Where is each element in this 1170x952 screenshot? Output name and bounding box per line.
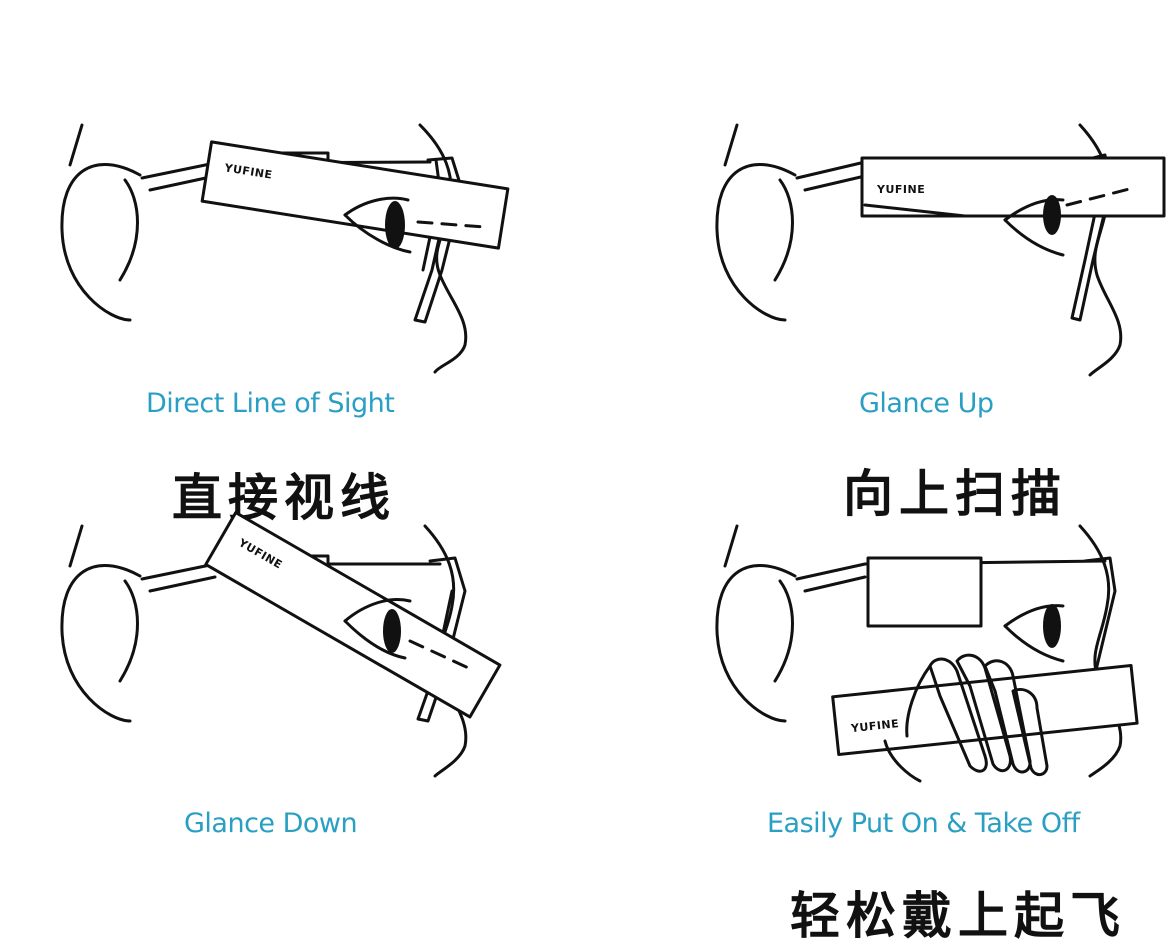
panel-glance-down: YUFINE Glance Down	[0, 476, 585, 952]
panel-glance-up: YUFINE Glance Up 向上扫描	[585, 0, 1170, 476]
caption-put-on-take-off: Easily Put On & Take Off	[767, 808, 1080, 839]
caption-direct-line-of-sight: Direct Line of Sight	[146, 388, 394, 419]
device-body: YUFINE	[202, 142, 508, 248]
caption-zh-put-on-take-off: 轻松戴上起飞	[790, 876, 1126, 948]
illustration-glance-down: YUFINE	[0, 476, 585, 952]
panel-direct-line-of-sight: YUFINE Direct Line of Sight 直接视线	[0, 0, 585, 476]
panel-put-on-take-off: YUFINE Easily Put On & Take Off 轻松戴上起飞	[585, 476, 1170, 952]
caption-glance-down: Glance Down	[184, 808, 357, 839]
eye-icon	[1005, 604, 1063, 661]
device-body: YUFINE	[862, 158, 1164, 216]
device-brand-label: YUFINE	[876, 183, 925, 196]
caption-glance-up: Glance Up	[859, 388, 994, 419]
